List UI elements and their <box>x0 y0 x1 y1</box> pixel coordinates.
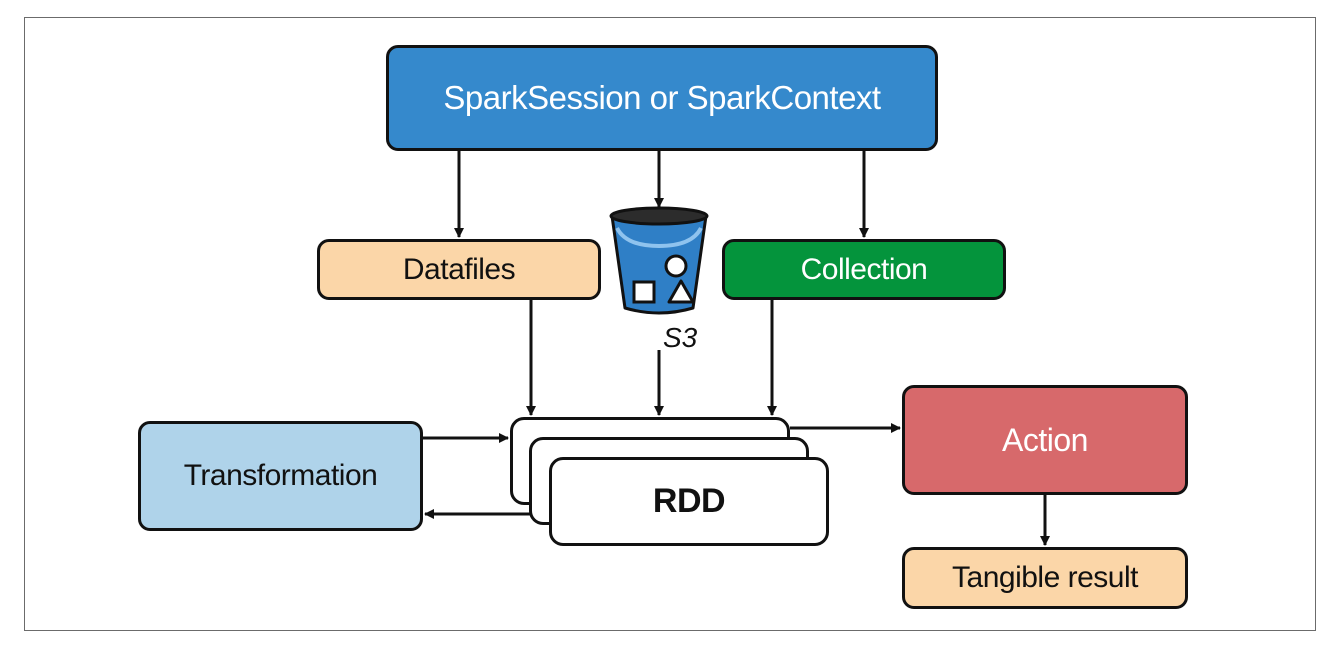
collection-label: Collection <box>800 252 928 286</box>
datafiles-node: Datafiles <box>317 239 601 300</box>
s3-label: S3 <box>663 322 698 353</box>
tangible-result-node: Tangible result <box>902 547 1188 609</box>
transformation-node: Transformation <box>138 421 423 531</box>
diagram-frame <box>24 17 1316 631</box>
spark-session-label: SparkSession or SparkContext <box>443 79 881 116</box>
action-node: Action <box>902 385 1188 495</box>
datafiles-label: Datafiles <box>402 252 516 286</box>
action-label: Action <box>1002 421 1088 458</box>
spark-session-node: SparkSession or SparkContext <box>386 45 938 151</box>
collection-node: Collection <box>722 239 1006 300</box>
rdd-node: RDD <box>549 457 829 546</box>
transformation-label: Transformation <box>183 459 378 492</box>
tangible-result-label: Tangible result <box>952 561 1138 594</box>
rdd-label: RDD <box>652 482 726 520</box>
